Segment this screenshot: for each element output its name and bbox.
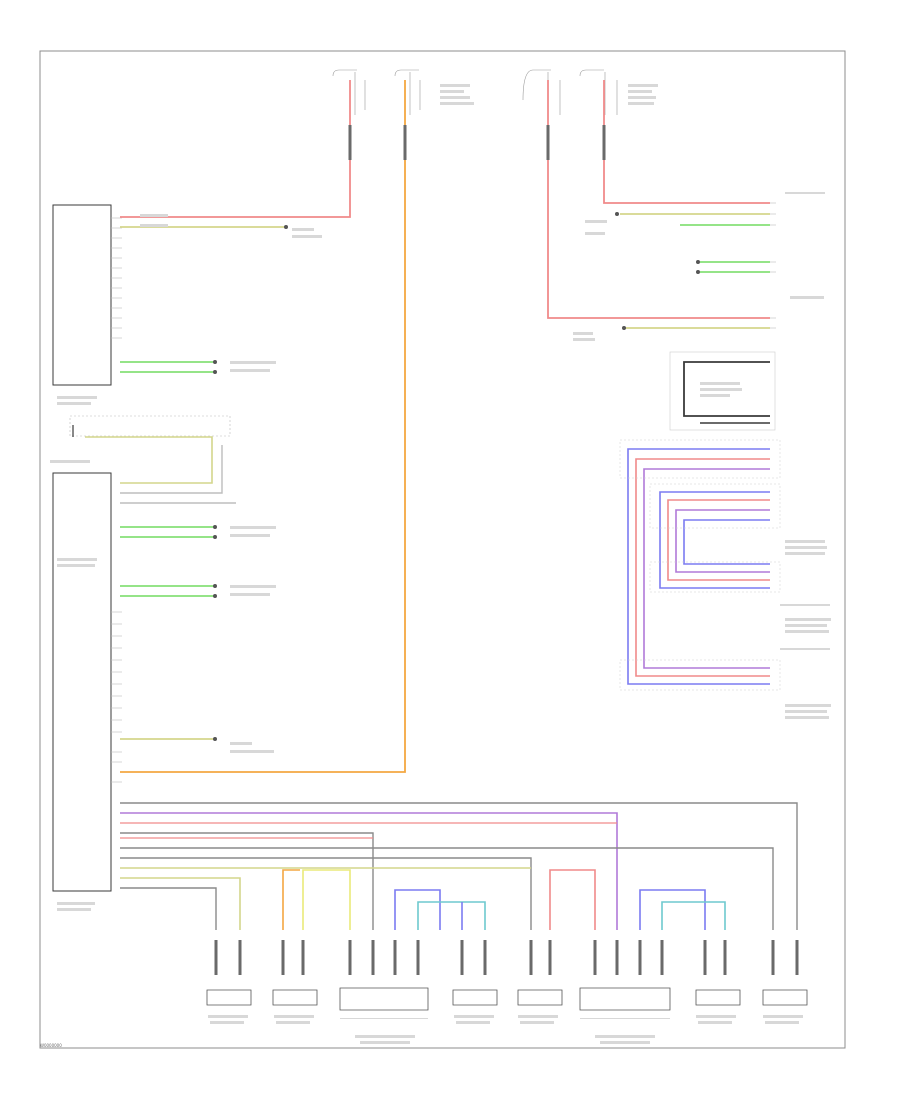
- wire-gray-bottom-1: [120, 802, 798, 930]
- speaker-drop-wires: [282, 869, 726, 930]
- wire-gray-bottom-3: [120, 847, 774, 930]
- wire-blue-loop-inner: [683, 519, 770, 565]
- diagram-frame: [39, 50, 846, 1049]
- wire-purple-loop-outer: [643, 468, 770, 669]
- wire-red-right-top: [603, 80, 770, 204]
- lower-module-pins: [111, 611, 122, 783]
- wire-dark-loop: [683, 361, 770, 417]
- top-fuse-labels: [332, 69, 604, 101]
- module-box-lower: [52, 472, 112, 892]
- wire-blue-loop-mid: [659, 491, 770, 589]
- label-marks: [50, 84, 831, 1044]
- wire-purple-bottom: [120, 812, 618, 930]
- wire-purple-loop-inner: [675, 509, 770, 573]
- wire-switch-gray: [120, 445, 223, 494]
- wire-red-loop-outer: [635, 458, 770, 677]
- top-terminal-markers: [348, 125, 606, 160]
- module-box-upper: [52, 204, 112, 386]
- right-connector-outlines: [619, 439, 781, 691]
- wire-red-loop-mid: [667, 499, 770, 581]
- dark-loop-box: [669, 351, 776, 431]
- wire-yg-bottom-2: [120, 877, 241, 930]
- top-fuse-stacks: [354, 72, 618, 115]
- wire-gray-bottom-5: [120, 887, 217, 930]
- wire-switch-yg: [85, 436, 213, 484]
- wire-orange-long: [120, 80, 406, 773]
- right-end-pins: [770, 202, 776, 329]
- wire-gray-bottom-2: [120, 832, 374, 930]
- wire-red-right-vertical: [547, 80, 770, 319]
- green-wire-pairs-left: [120, 361, 214, 597]
- connector-dots: [213, 212, 700, 741]
- wire-gray-bottom-4: [120, 857, 532, 930]
- diagram-code: W0000000: [40, 1043, 62, 1048]
- switch-box: [69, 415, 231, 437]
- speaker-outlines: [206, 987, 808, 1011]
- wire-blue-loop-outer: [627, 448, 770, 685]
- terminal-markers: [214, 940, 799, 975]
- wire-red-upper: [120, 80, 351, 218]
- upper-module-pins: [111, 217, 122, 339]
